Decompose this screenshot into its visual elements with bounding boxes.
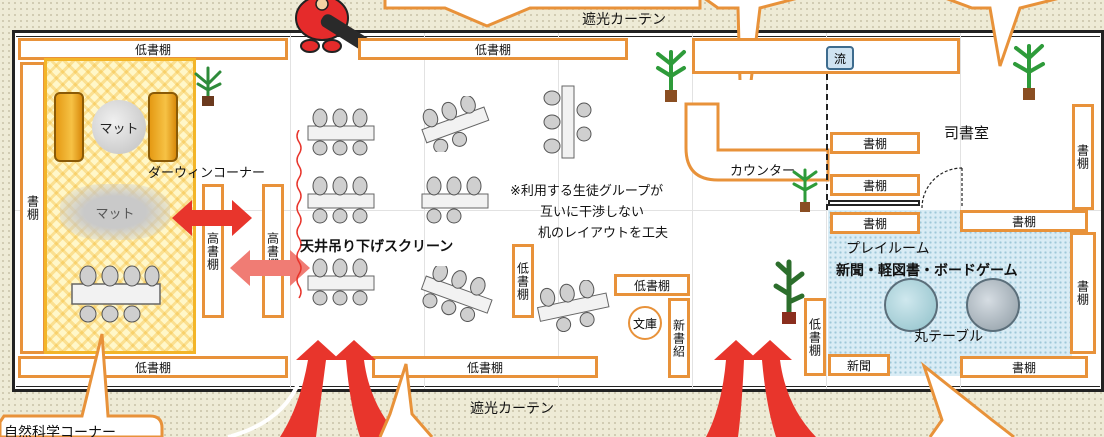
shelf-label: 低書棚	[466, 360, 503, 375]
shelf-label: 新書紹	[671, 318, 686, 358]
layout-note-line3: 机のレイアウトを工夫	[538, 226, 669, 241]
curtain-bottom-label: 遮光カーテン	[470, 401, 554, 417]
round-table-right	[966, 278, 1020, 332]
curtain-top-label: 遮光カーテン	[582, 12, 666, 28]
hanging-screen	[296, 130, 302, 299]
shelf-label: 低書棚	[134, 42, 171, 57]
grid-line	[290, 33, 291, 389]
counter-label: カウンター	[730, 164, 796, 179]
playroom-label: プレイルーム	[846, 241, 930, 257]
playroom-shelf-right: 書棚	[1070, 232, 1096, 354]
entry-arrow-icon	[200, 340, 440, 437]
table-with-chairs	[420, 266, 493, 322]
shelf-label: 書棚	[1011, 360, 1036, 375]
entry-arrow-icon	[626, 340, 856, 437]
low-shelf-vertical-center: 低書棚	[512, 244, 534, 318]
table-with-chairs	[543, 85, 592, 159]
grid-line	[558, 33, 559, 389]
right-wall-shelf-upper: 書棚	[1072, 104, 1094, 210]
bunko-label-circle: 文庫	[628, 306, 662, 340]
mat-label: マット	[99, 121, 139, 137]
playroom-zone	[828, 210, 1072, 376]
mat-round: マット	[92, 100, 146, 154]
grid-line	[424, 33, 425, 389]
shelf-label: 書棚	[1075, 280, 1090, 306]
shelf-label: 書棚	[1075, 144, 1090, 170]
newspaper-shelf: 新聞	[828, 354, 890, 376]
bookshelf-left: 書棚	[20, 62, 46, 354]
counter-shape	[684, 102, 830, 182]
potted-plant-icon	[773, 259, 805, 324]
playroom-shelf-bottom-right: 書棚	[960, 356, 1088, 378]
science-corner-label: 自然科学コーナー	[4, 425, 116, 437]
shelf-label: 高書棚	[205, 231, 220, 271]
librarian-room-wall	[826, 74, 828, 210]
potted-plant-icon	[656, 50, 686, 102]
divider-bar	[828, 200, 920, 206]
shelf-label: 低書棚	[474, 42, 511, 57]
shelf-label: 低書棚	[633, 278, 670, 293]
layout-note-line1: ※利用する生徒グループが	[510, 184, 664, 199]
table-with-chairs	[307, 258, 375, 306]
shelf-label: 低書棚	[807, 317, 822, 357]
librarian-shelf-1: 書棚	[830, 132, 920, 154]
librarian-shelf-2: 書棚	[830, 174, 920, 196]
playroom-low-shelf-vertical: 低書棚	[804, 298, 826, 376]
sofa-left	[54, 92, 84, 162]
table-with-chairs	[71, 265, 161, 323]
table-with-chairs	[536, 280, 610, 332]
table-with-chairs	[421, 96, 490, 152]
table-with-chairs	[421, 176, 489, 224]
shelf-label: 書棚	[862, 216, 887, 231]
potted-plant-icon	[792, 168, 818, 212]
potted-plant-icon	[194, 66, 222, 106]
sofa-right	[148, 92, 178, 162]
darwin-corner-label: ダーウィンコーナー	[148, 166, 266, 181]
sink-icon: 流	[826, 46, 854, 70]
grid-line	[826, 33, 827, 389]
layout-note-line2: 互いに干渉しない	[540, 205, 645, 220]
librarian-room-label: 司書室	[944, 124, 990, 142]
bunko-label: 文庫	[632, 316, 657, 331]
double-arrow-icon	[172, 200, 252, 236]
shelf-label: 書棚	[25, 195, 40, 221]
low-shelf-bottom-center: 低書棚	[372, 356, 598, 378]
sink-label: 流	[833, 51, 846, 66]
low-shelf-bottom-left: 低書棚	[18, 356, 288, 378]
table-with-chairs	[307, 108, 375, 156]
mat-soft: マット	[60, 184, 170, 240]
mat-label-2: マット	[95, 206, 135, 222]
shelf-label: 書棚	[1011, 214, 1036, 229]
screen-label: 天井吊り下げスクリーン	[300, 239, 454, 255]
round-table-left	[884, 278, 938, 332]
shelf-label: 低書棚	[134, 360, 171, 375]
shelf-label: 書棚	[862, 136, 887, 151]
table-with-chairs	[307, 176, 375, 224]
grid-line	[15, 210, 1101, 211]
round-table-label: 丸テーブル	[914, 329, 984, 345]
playroom-shelf-top-right: 書棚	[960, 210, 1088, 232]
shelf-label: 書棚	[862, 178, 887, 193]
shelf-label: 低書棚	[515, 261, 530, 301]
new-books-shelf: 新書紹	[668, 298, 690, 378]
door-swing	[921, 167, 963, 209]
shelf-label: 新聞	[846, 358, 871, 373]
low-shelf-top-left: 低書棚	[18, 38, 288, 60]
potted-plant-icon	[1013, 44, 1045, 100]
playroom-shelf-top-left: 書棚	[830, 212, 920, 234]
playroom-sub-label: 新聞・軽図書・ボードゲーム	[836, 263, 1018, 279]
double-arrow-icon	[230, 250, 310, 286]
low-shelf-right-center: 低書棚	[614, 274, 690, 296]
low-shelf-top-center: 低書棚	[358, 38, 628, 60]
grid-line	[692, 33, 693, 389]
callout-bottom-bubbles	[0, 333, 1015, 437]
